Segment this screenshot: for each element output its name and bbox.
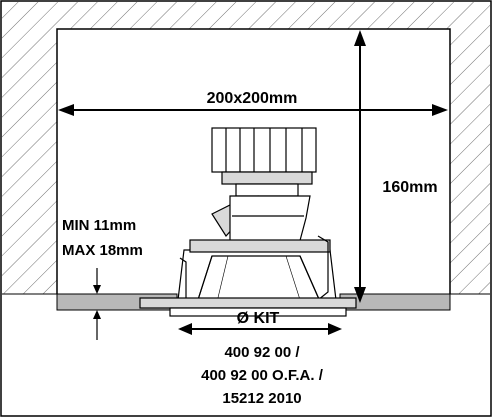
kit-diameter-arrow — [178, 323, 342, 335]
height-dimension-arrow — [354, 30, 366, 303]
code-line-1: 400 92 00 / — [224, 344, 300, 361]
thickness-min-label: MIN 11mm — [62, 217, 136, 234]
kit-label: Ø KIT — [237, 310, 280, 327]
code-line-3: 15212 2010 — [222, 390, 301, 407]
downlight-fixture — [139, 127, 357, 317]
thickness-max-label: MAX 18mm — [62, 242, 143, 259]
hatched-walls — [2, 2, 490, 294]
height-label: 160mm — [382, 179, 437, 196]
code-line-2: 400 92 00 O.F.A. / — [201, 367, 324, 384]
thickness-arrows — [93, 268, 101, 340]
cavity-outline — [56, 28, 451, 294]
width-dimension-arrow — [58, 104, 448, 116]
width-label: 200x200mm — [207, 90, 298, 107]
